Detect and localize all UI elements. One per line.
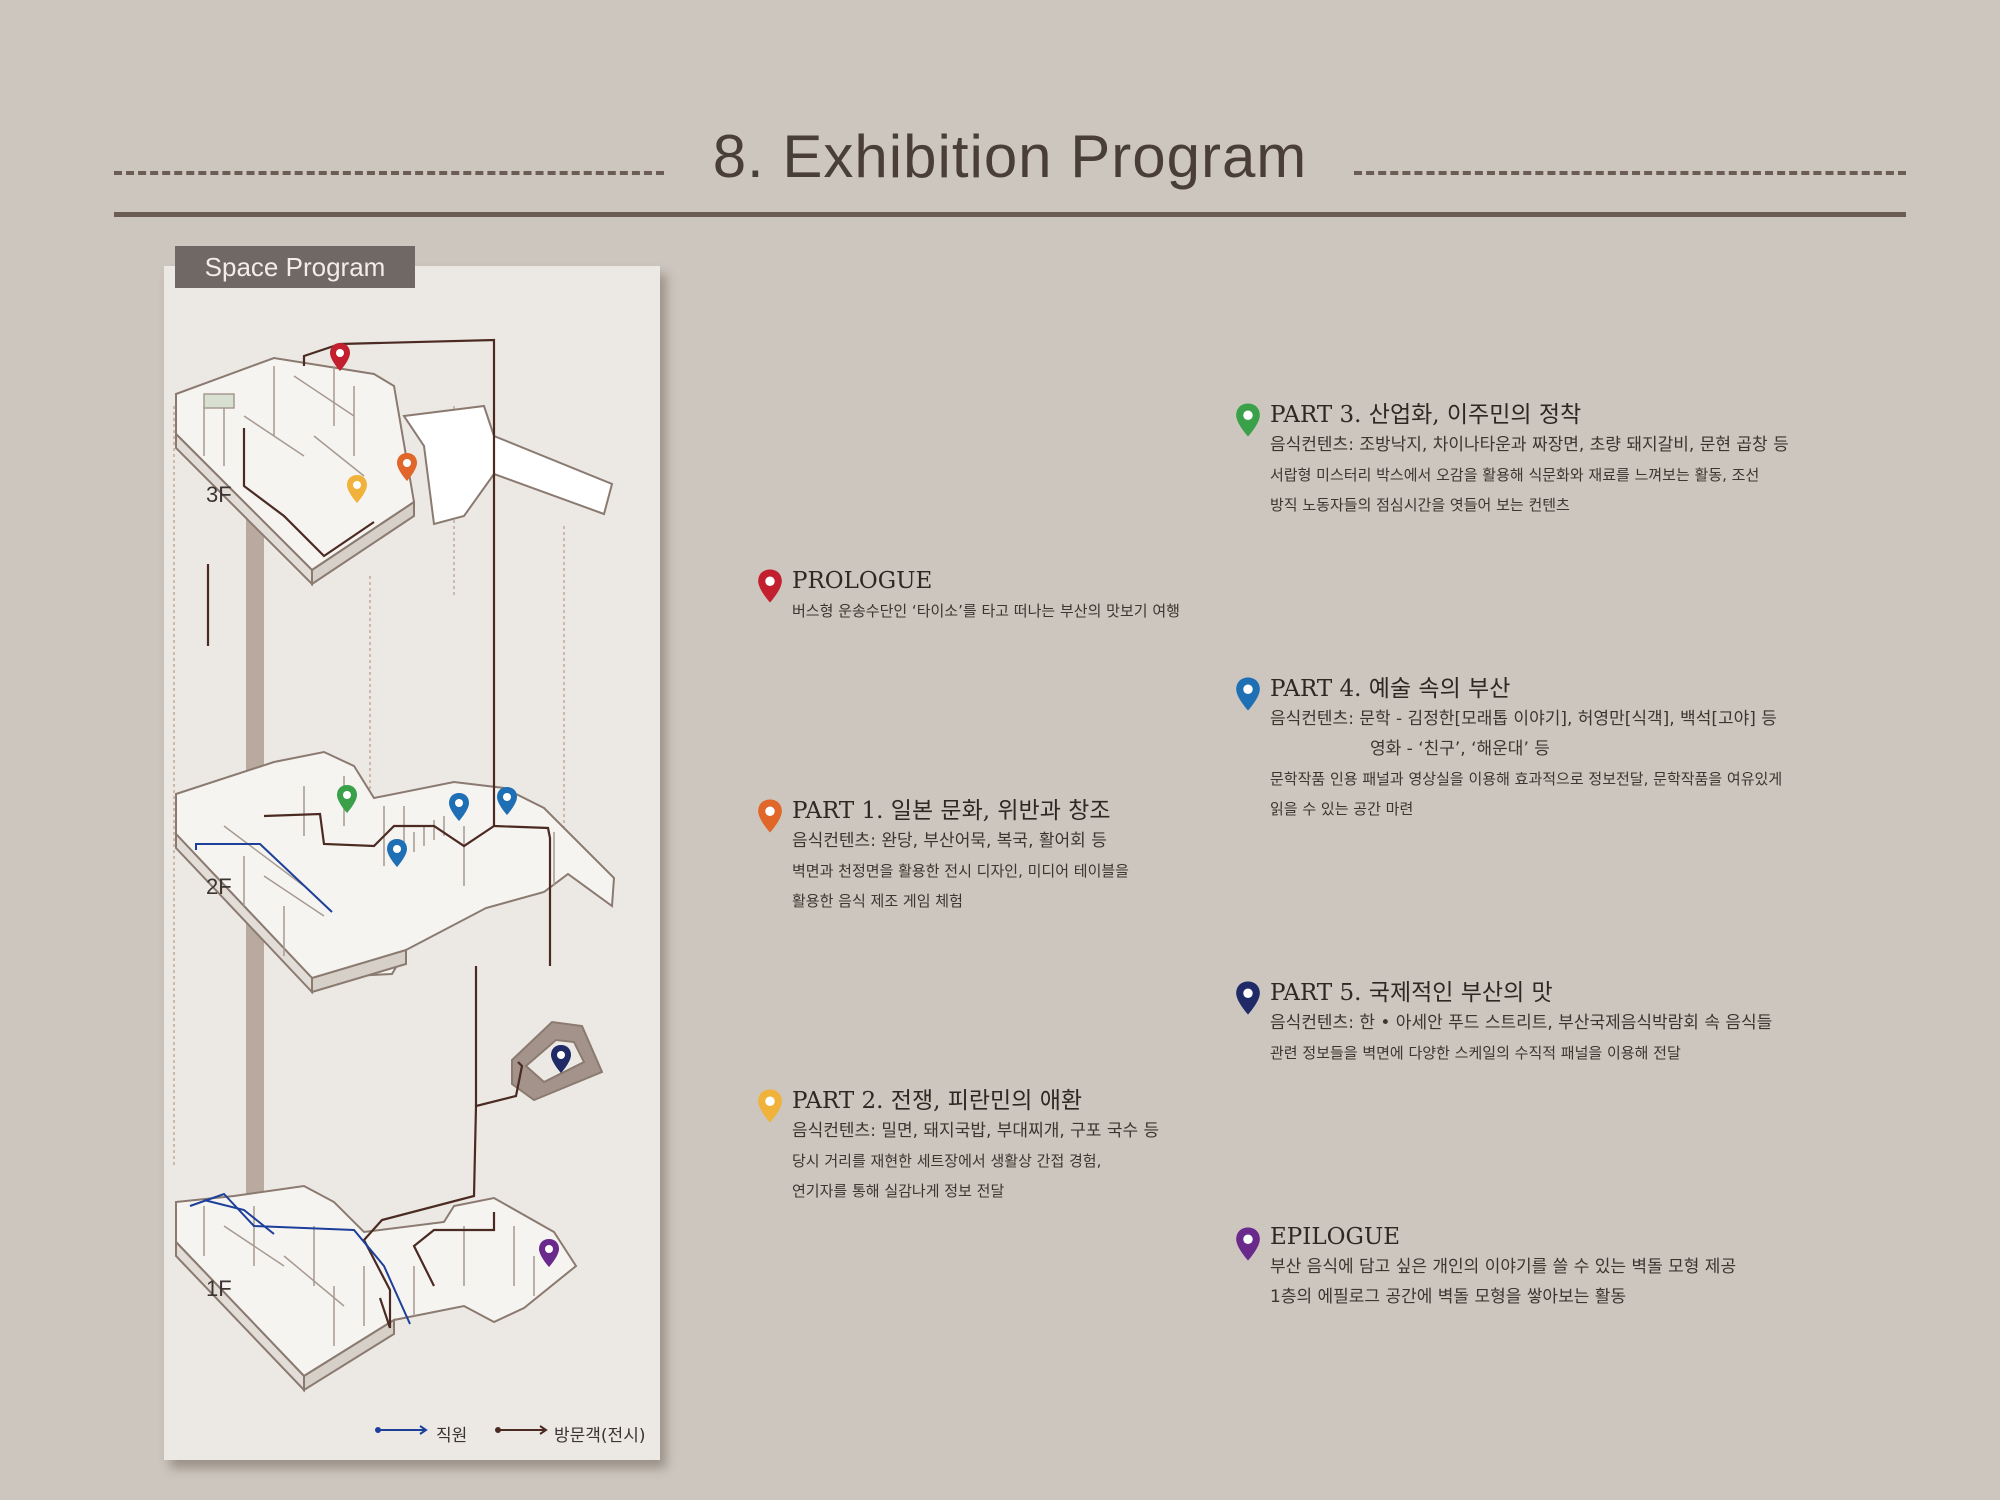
space-program-panel (164, 266, 660, 1460)
part4-entry: PART 4. 예술 속의 부산 음식컨텐츠: 문학 - 김정한[모래톱 이야기… (1270, 674, 1782, 824)
header-dash-left (114, 171, 664, 175)
part3-pin-icon (1236, 403, 1260, 437)
part5-entry: PART 5. 국제적인 부산의 맛 음식컨텐츠: 한 • 아세안 푸드 스트리… (1270, 978, 1772, 1068)
part5-description: 관련 정보들을 벽면에 다양한 스케일의 수직적 패널을 이용해 전달 (1270, 1044, 1681, 1062)
part1-title: PART 1. 일본 문화, 위반과 창조 (792, 798, 1111, 824)
header-dash-right (1354, 171, 1906, 175)
part2-food-contents: 음식컨텐츠: 밀면, 돼지국밥, 부대찌개, 구포 국수 등 (792, 1121, 1160, 1141)
part5-title: PART 5. 국제적인 부산의 맛 (1270, 980, 1553, 1006)
part4-food-contents-film: 영화 - ‘친구’, ‘해운대’ 등 (1370, 739, 1550, 759)
map-pin-part3-icon (337, 785, 357, 813)
prologue-title: PROLOGUE (792, 568, 933, 594)
floor-1f (175, 1184, 578, 1393)
map-pin-part1-icon (397, 453, 417, 481)
floor-2f (175, 750, 616, 995)
floor-plan-diagram (173, 338, 616, 1435)
prologue-description: 버스형 운송수단인 ‘타이소’를 타고 떠나는 부산의 맛보기 여행 (792, 602, 1180, 620)
epilogue-title: EPILOGUE (1270, 1224, 1401, 1250)
part5-food-contents: 음식컨텐츠: 한 • 아세안 푸드 스트리트, 부산국제음식박람회 속 음식들 (1270, 1013, 1773, 1033)
epilogue-pin-icon (1236, 1227, 1260, 1261)
map-pin-epilogue-icon (539, 1239, 559, 1267)
map-pin-part4-a-icon (449, 793, 469, 821)
map-pin-prologue-icon (330, 343, 350, 371)
part4-pin-icon (1236, 677, 1260, 711)
part2-title: PART 2. 전쟁, 피란민의 애환 (792, 1088, 1083, 1114)
part3-description-line-2: 방직 노동자들의 점심시간을 엿들어 보는 컨텐츠 (1270, 496, 1570, 514)
floor-label-1f: 1F (206, 1276, 232, 1301)
page-title: 8. Exhibition Program (712, 123, 1308, 190)
part1-description-line-2: 활용한 음식 제조 게임 체험 (792, 892, 963, 910)
part4-food-contents: 음식컨텐츠: 문학 - 김정한[모래톱 이야기], 허영만[식객], 백석[고야… (1270, 709, 1777, 729)
part5-pin-icon (1236, 981, 1260, 1015)
part3-title: PART 3. 산업화, 이주민의 정착 (1270, 402, 1582, 428)
part3-description-line-1: 서랍형 미스터리 박스에서 오감을 활용해 식문화와 재료를 느껴보는 활동, … (1270, 466, 1760, 484)
epilogue-description: 1층의 에필로그 공간에 벽돌 모형을 쌓아보는 활동 (1270, 1287, 1627, 1307)
part3-food-contents: 음식컨텐츠: 조방낙지, 차이나타운과 짜장면, 초량 돼지갈비, 문현 곱창 … (1270, 435, 1789, 455)
part1-food-contents: 음식컨텐츠: 완당, 부산어묵, 복국, 활어회 등 (792, 831, 1107, 851)
legend-visitor-label: 방문객(전시) (554, 1426, 646, 1446)
part1-entry: PART 1. 일본 문화, 위반과 창조 음식컨텐츠: 완당, 부산어묵, 복… (792, 796, 1129, 916)
epilogue-entry: EPILOGUE 부산 음식에 담고 싶은 개인의 이야기를 쓸 수 있는 벽돌… (1270, 1222, 1736, 1312)
part1-description-line-1: 벽면과 천정면을 활용한 전시 디자인, 미디어 테이블을 (792, 862, 1129, 880)
staff-route (189, 843, 411, 1325)
floor-3f (175, 356, 614, 587)
legend-staff-label: 직원 (436, 1426, 468, 1446)
part2-pin-icon (758, 1089, 782, 1123)
part2-description-line-1: 당시 거리를 재현한 세트장에서 생활상 간접 경험, (792, 1152, 1102, 1170)
part2-description-line-2: 연기자를 통해 실감나게 정보 전달 (792, 1182, 1005, 1200)
part4-description-line-2: 읽을 수 있는 공간 마련 (1270, 800, 1414, 818)
part1-pin-icon (758, 799, 782, 833)
epilogue-contents: 부산 음식에 담고 싶은 개인의 이야기를 쓸 수 있는 벽돌 모형 제공 (1270, 1257, 1737, 1277)
floor-label-3f: 3F (206, 482, 232, 507)
floor-label-2f: 2F (206, 874, 232, 899)
map-pin-part2-icon (347, 475, 367, 503)
part3-entry: PART 3. 산업화, 이주민의 정착 음식컨텐츠: 조방낙지, 차이나타운과… (1270, 400, 1789, 520)
map-pin-part5-icon (551, 1045, 571, 1073)
part4-title: PART 4. 예술 속의 부산 (1270, 676, 1511, 702)
legend-lines (375, 1425, 548, 1435)
space-program-tab: Space Program (175, 246, 415, 288)
prologue-entry: PROLOGUE 버스형 운송수단인 ‘타이소’를 타고 떠나는 부산의 맛보기… (792, 566, 1180, 626)
map-pin-part4-c-icon (387, 839, 407, 867)
part4-description-line-1: 문학작품 인용 패널과 영상실을 이용해 효과적으로 정보전달, 문학작품을 여… (1270, 770, 1783, 788)
map-pin-part4-b-icon (497, 787, 517, 815)
part2-entry: PART 2. 전쟁, 피란민의 애환 음식컨텐츠: 밀면, 돼지국밥, 부대찌… (792, 1086, 1159, 1206)
header-rule (114, 212, 1906, 217)
prologue-pin-icon (758, 569, 782, 603)
